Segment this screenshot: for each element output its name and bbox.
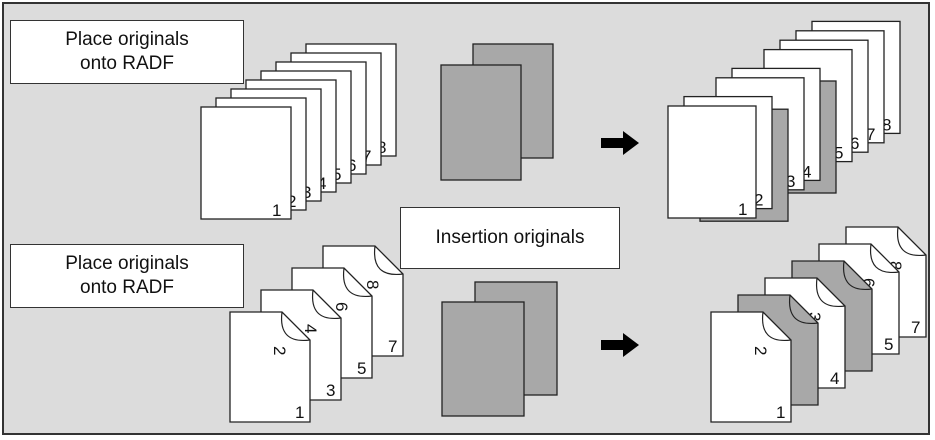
front-page-number: 7 [911, 318, 920, 337]
back-page-number: 3 [805, 312, 824, 321]
page-fold [869, 243, 900, 274]
page-fold [896, 226, 927, 257]
label-line: Place originals [65, 253, 189, 274]
label-line: onto RADF [80, 53, 174, 74]
page-fold [311, 289, 342, 320]
back-page-number: 2 [270, 346, 289, 355]
right-arrow-icon [601, 131, 639, 155]
page-sheet [229, 311, 311, 423]
back-page-number: 6 [332, 302, 351, 311]
duplex-original: 21 [229, 311, 311, 423]
arrow-shape [601, 333, 639, 357]
page-fold [342, 267, 373, 298]
page-number: 1 [272, 201, 281, 220]
page-fold [842, 260, 873, 291]
page-number: 5 [332, 165, 341, 184]
back-page-number: 8 [363, 280, 382, 289]
page-fold [815, 277, 846, 308]
page-number: 7 [866, 125, 875, 144]
page-sheet [200, 106, 292, 220]
bottom-instruction-label: Place originals onto RADF [10, 244, 244, 308]
front-page-number: 5 [884, 335, 893, 354]
back-page-number: 2 [751, 346, 770, 355]
insertion-originals-label: Insertion originals [400, 207, 620, 269]
page-number: 2 [754, 191, 763, 210]
label-line: onto RADF [80, 277, 174, 298]
insertion-sheet [441, 301, 525, 417]
page-fold [788, 294, 819, 325]
page-number: 6 [850, 134, 859, 153]
insertion-sheet [440, 64, 522, 181]
right-arrow-icon [601, 333, 639, 357]
page-fold [761, 311, 792, 342]
back-page-number: 4 [301, 324, 320, 333]
front-page-number: 4 [830, 369, 839, 388]
page-number: 6 [347, 156, 356, 175]
back-page-number: 6 [859, 278, 878, 287]
back-page-number: 8 [886, 261, 905, 270]
front-page-number: 1 [295, 403, 304, 422]
front-page-number: 1 [776, 403, 785, 422]
page-number: 1 [738, 200, 747, 219]
page-number: 2 [287, 192, 296, 211]
page-number: 3 [302, 183, 311, 202]
page-number: 5 [834, 144, 843, 163]
arrow-shape [601, 131, 639, 155]
top-instruction-label: Place originals onto RADF [10, 20, 244, 84]
front-page-number: 7 [388, 337, 397, 356]
page-sheet [710, 311, 792, 423]
page-number: 4 [317, 174, 326, 193]
page-number: 4 [802, 162, 811, 181]
top-insertion-sheets [440, 43, 554, 181]
result-page: 1 [667, 105, 757, 219]
bottom-insertion-sheets [441, 281, 558, 417]
front-page-number: 5 [357, 359, 366, 378]
front-page-number: 3 [326, 381, 335, 400]
page-fold [280, 311, 311, 342]
page-number: 8 [377, 138, 386, 157]
page-number: 8 [882, 115, 891, 134]
original-page: 1 [200, 106, 292, 220]
page-fold [373, 245, 404, 276]
page-sheet [667, 105, 757, 219]
label-line: Place originals [65, 29, 189, 50]
page-number: 3 [786, 172, 795, 191]
duplex-result-page: 21 [710, 311, 792, 423]
page-number: 7 [362, 147, 371, 166]
label-line: Insertion originals [435, 227, 585, 248]
